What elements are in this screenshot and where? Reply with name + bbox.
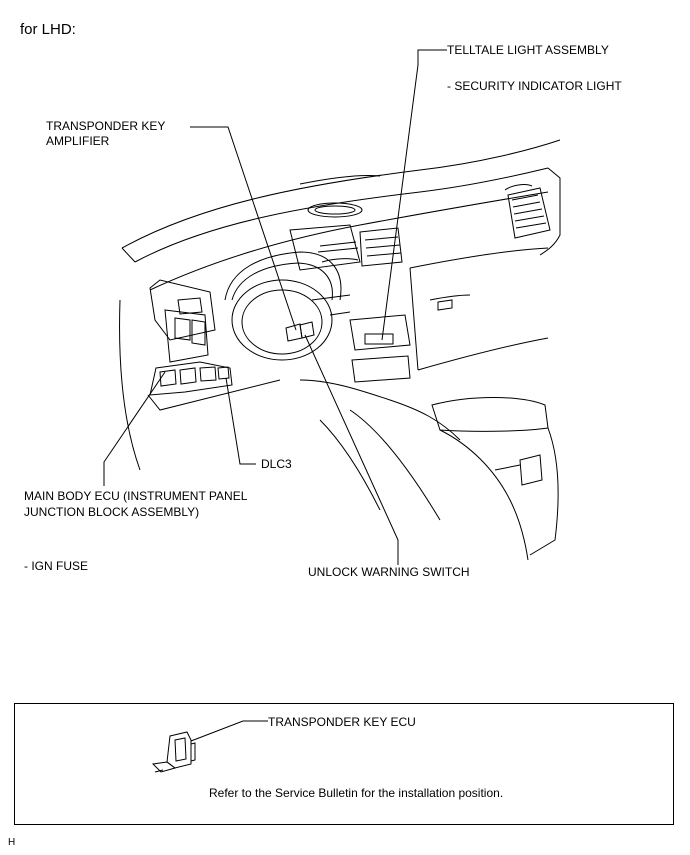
label-ign-fuse: - IGN FUSE <box>24 559 89 573</box>
leader-telltale <box>381 49 447 341</box>
corner-mark: H <box>8 837 16 848</box>
leader-unlock <box>304 334 399 565</box>
installation-note-box: TRANSPONDER KEY ECU Refer to the Service… <box>14 703 674 825</box>
label-transponder-key-amplifier-line2: AMPLIFIER <box>46 134 110 148</box>
leader-transponder-amp <box>190 126 297 331</box>
label-telltale-light-assembly: TELLTALE LIGHT ASSEMBLY <box>447 43 609 57</box>
label-main-body-ecu-line1: MAIN BODY ECU (INSTRUMENT PANEL <box>24 489 248 503</box>
label-transponder-key-amplifier-line1: TRANSPONDER KEY <box>46 119 166 133</box>
installation-note-text: Refer to the Service Bulletin for the in… <box>209 786 504 800</box>
label-main-body-ecu-line2: JUNCTION BLOCK ASSEMBLY) <box>24 505 200 519</box>
dashboard-illustration <box>103 49 561 565</box>
label-unlock-warning-switch: UNLOCK WARNING SWITCH <box>308 565 470 579</box>
label-security-indicator-light: - SECURITY INDICATOR LIGHT <box>447 79 622 93</box>
leader-main-ecu <box>103 371 166 486</box>
label-dlc3: DLC3 <box>261 457 292 471</box>
transponder-ecu-drawing <box>151 720 268 773</box>
page-title: for LHD: <box>20 21 76 38</box>
label-transponder-key-ecu: TRANSPONDER KEY ECU <box>268 715 416 729</box>
leader-dlc3 <box>225 377 256 465</box>
